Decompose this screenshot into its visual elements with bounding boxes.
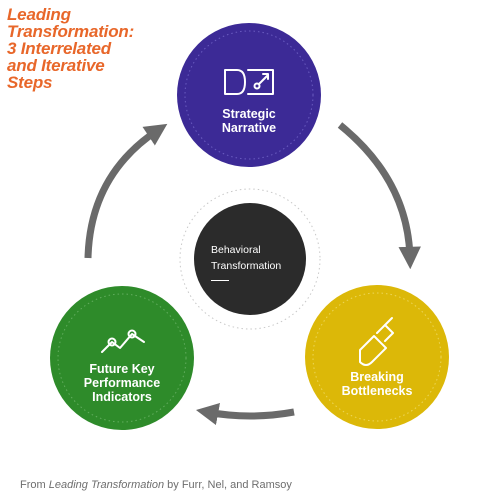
bottlenecks-dotted-ring <box>312 292 442 422</box>
label-line: Strategic <box>222 107 276 121</box>
strategic-narrative-label: Strategic Narrative <box>189 107 309 135</box>
label-line: Performance <box>83 376 161 390</box>
label-line: Behavioral <box>211 244 261 256</box>
caption-prefix: From <box>20 479 49 491</box>
line-graph-icon <box>101 329 145 353</box>
kpi-dotted-ring <box>57 293 187 423</box>
caption-book-title: Leading Transformation <box>48 479 165 491</box>
breaking-bottlenecks-label: Breaking Bottlenecks <box>317 370 437 398</box>
arrow-strategic-to-bottlenecks <box>337 122 421 270</box>
source-caption: From Leading Transformation by Furr, Nel… <box>20 479 292 491</box>
center-divider <box>211 280 229 281</box>
future-kpi-circle <box>50 286 194 430</box>
bottle-icon <box>359 317 394 366</box>
title-line: Leading <box>7 5 71 24</box>
center-dotted-ring <box>179 188 321 330</box>
label-line: Bottlenecks <box>341 384 413 398</box>
title-line: 3 Interrelated <box>7 39 111 58</box>
label-line: Indicators <box>92 390 152 404</box>
page-title: Leading Transformation: 3 Interrelated a… <box>7 6 197 91</box>
title-line: Transformation: <box>7 22 135 41</box>
title-line: Steps <box>7 73 53 92</box>
behavioral-transformation-label: Behavioral Transformation <box>211 242 311 281</box>
label-line: Narrative <box>221 121 277 135</box>
label-line: Future Key <box>89 362 155 376</box>
title-line: and Iterative <box>7 56 105 75</box>
arrow-kpi-to-strategic <box>84 123 168 259</box>
strategic-dotted-ring <box>184 30 314 160</box>
label-line: Transformation <box>211 260 282 272</box>
label-line: Breaking <box>350 370 404 384</box>
strategy-icon <box>224 69 274 95</box>
arrow-bottlenecks-to-kpi <box>195 403 295 426</box>
future-kpi-label: Future Key Performance Indicators <box>62 362 182 404</box>
center-circle <box>194 203 306 315</box>
caption-suffix: by Furr, Nel, and Ramsoy <box>164 479 292 491</box>
